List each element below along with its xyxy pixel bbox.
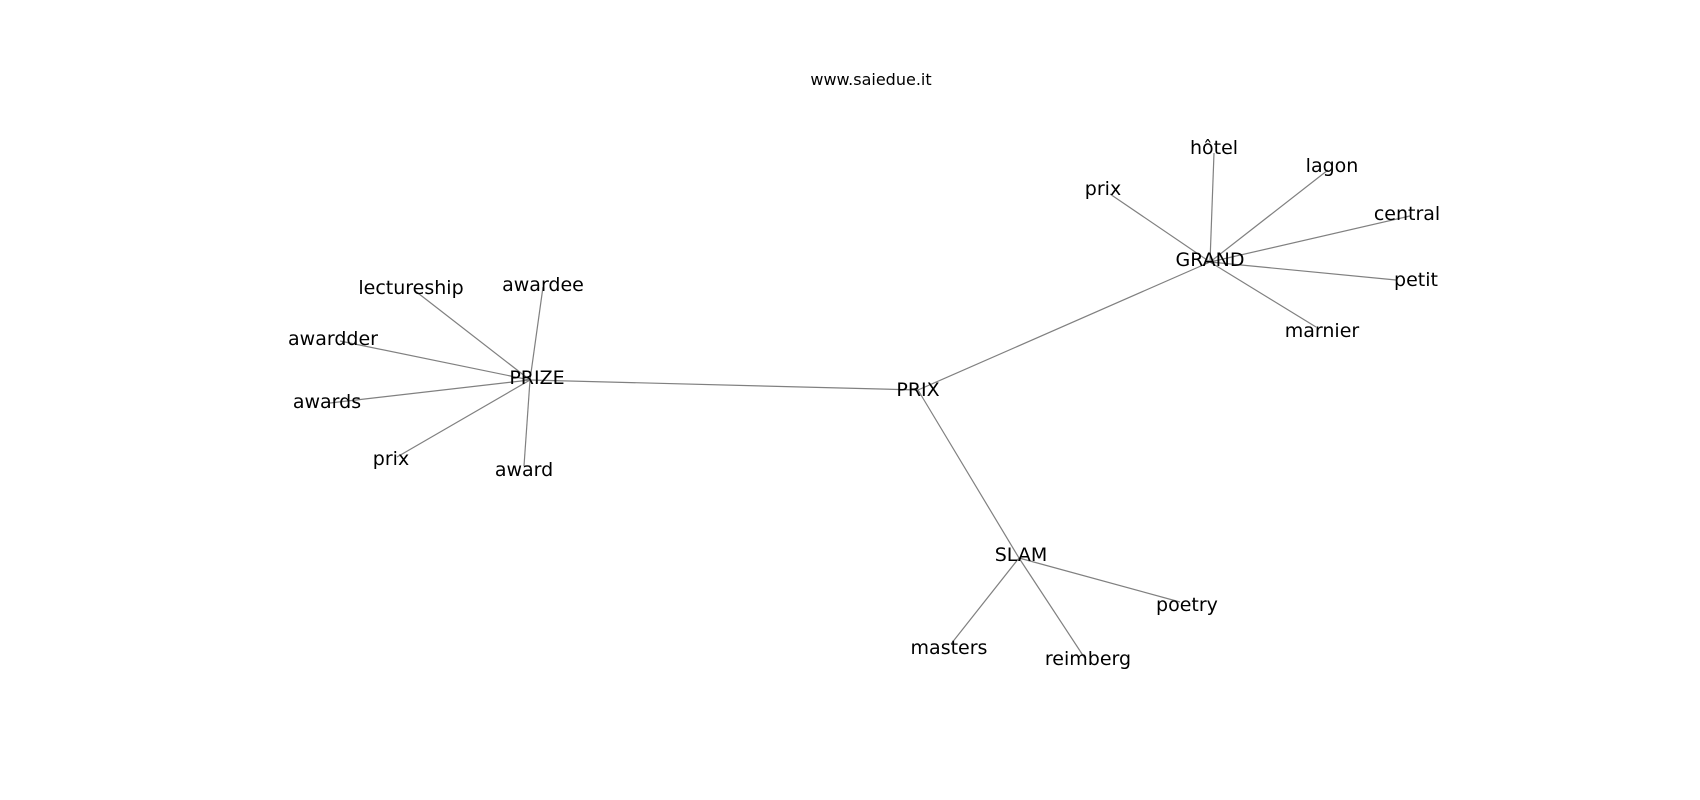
edge-grand-central <box>1209 215 1411 263</box>
edge-prize-award <box>523 379 531 467</box>
edge-grand-petit <box>1209 261 1397 281</box>
node-label-awardee: awardee <box>502 274 584 296</box>
edge-prize-awardee <box>529 286 544 381</box>
node-label-petit: petit <box>1394 269 1438 291</box>
edges-layer <box>329 152 1411 661</box>
node-label-award: award <box>495 459 553 481</box>
node-label-prize: PRIZE <box>509 367 564 389</box>
edge-slam-poetry <box>1018 557 1181 603</box>
node-label-awardder: awardder <box>288 328 378 350</box>
node-label-lectureship: lectureship <box>358 277 463 299</box>
node-label-prix-prize: prix <box>373 448 409 470</box>
edge-prize-prix_prize <box>396 379 531 458</box>
edge-prize-awardder <box>339 340 531 381</box>
edge-prix_center-grand <box>917 261 1211 391</box>
node-label-awards: awards <box>293 391 361 413</box>
node-label-masters: masters <box>911 637 988 659</box>
node-label-prix-center: PRIX <box>896 379 939 401</box>
node-label-slam: SLAM <box>995 544 1047 566</box>
node-label-reimberg: reimberg <box>1045 648 1131 670</box>
edge-prix_center-prize <box>529 379 919 391</box>
edge-prize-awards <box>329 379 531 404</box>
node-label-poetry: poetry <box>1156 594 1218 616</box>
node-label-lagon: lagon <box>1306 155 1359 177</box>
edge-grand-prix_grand <box>1109 193 1211 263</box>
labels-layer: PRIX PRIZE GRAND SLAM lectureship awardee awar… <box>288 137 1440 670</box>
node-label-hotel: hôtel <box>1190 137 1238 159</box>
node-label-grand: GRAND <box>1176 249 1245 271</box>
node-label-central: central <box>1374 203 1440 225</box>
edge-prix_center-slam <box>917 389 1020 559</box>
edge-grand-marnier <box>1209 261 1317 328</box>
edge-grand-lagon <box>1209 169 1329 263</box>
node-label-prix-grand: prix <box>1085 178 1121 200</box>
source-caption: www.saiedue.it <box>810 70 932 89</box>
edge-slam-masters <box>950 557 1020 645</box>
edge-prize-lectureship <box>413 289 531 381</box>
edge-grand-hotel <box>1209 152 1215 263</box>
edge-slam-reimberg <box>1018 557 1087 661</box>
node-label-marnier: marnier <box>1285 320 1360 342</box>
